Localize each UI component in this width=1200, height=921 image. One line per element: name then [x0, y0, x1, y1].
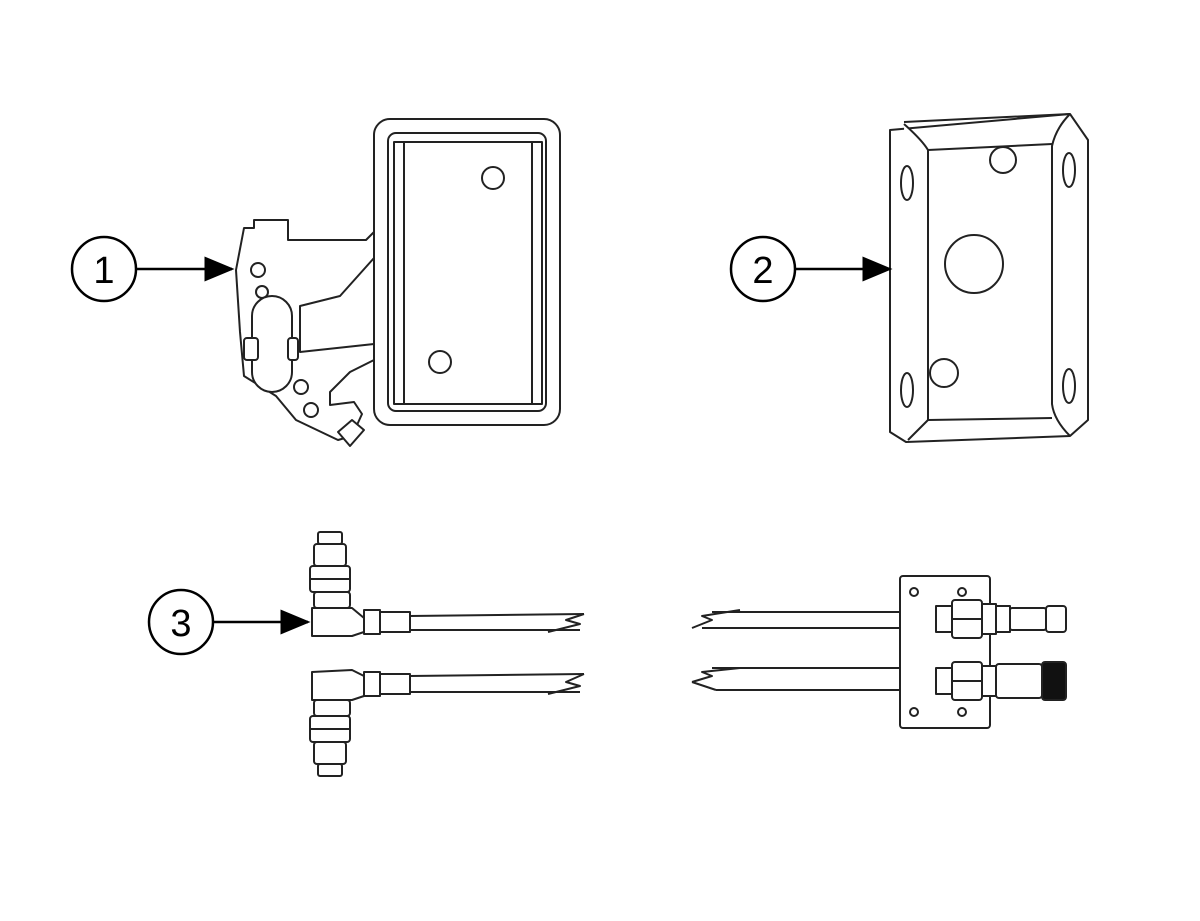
callout-label: 1	[93, 250, 114, 292]
callout-3: 3	[147, 588, 311, 656]
callout-circle	[729, 235, 797, 303]
callout-1: 1	[70, 235, 235, 303]
callout-circle	[70, 235, 138, 303]
callout-circle	[147, 588, 215, 656]
callout-2: 2	[729, 235, 893, 303]
latch-assembly	[235, 118, 561, 447]
callout-label: 3	[170, 603, 191, 645]
hydraulic-hose-kit	[309, 531, 1067, 777]
mounting-bracket	[889, 113, 1089, 443]
callout-label: 2	[752, 250, 773, 292]
